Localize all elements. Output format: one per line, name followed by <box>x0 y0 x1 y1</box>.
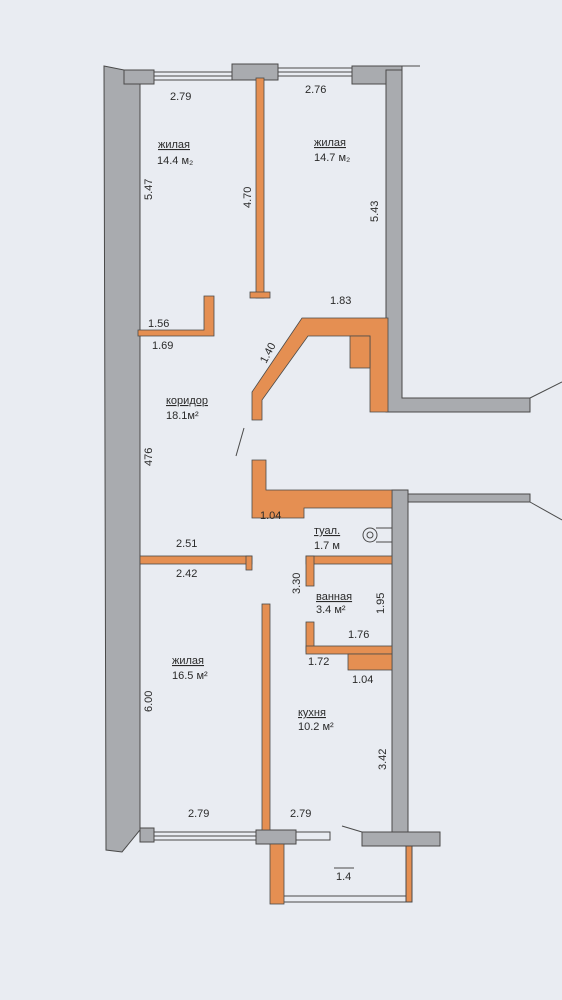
room-living2-area: 14.7 м₂ <box>314 152 350 164</box>
dim-kitchen-top: 1.72 <box>308 656 329 668</box>
window-bottom-right <box>295 831 331 841</box>
dim-mid-top: 2.51 <box>176 538 197 550</box>
dim-niche-bottom: 1.69 <box>152 340 173 352</box>
room-living2-name: жилая <box>314 137 346 149</box>
lines <box>235 65 562 903</box>
toilet-fixture <box>362 527 378 543</box>
partition-mid <box>139 555 253 565</box>
partition-diagonal <box>251 317 389 421</box>
bottom-wall-right <box>361 831 441 847</box>
top-wall-left <box>123 69 155 85</box>
dim-kitchen-niche: 1.04 <box>352 674 373 686</box>
dim-balcony: 1.4 <box>336 871 351 883</box>
dim-bottom-right: 2.79 <box>290 808 311 820</box>
right-wall-lower <box>391 489 531 503</box>
bottom-wall-left <box>139 827 155 843</box>
dim-top-right: 2.76 <box>305 84 326 96</box>
dim-bath-height: 3.30 <box>291 573 303 594</box>
dimension-labels: 2.79 2.76 5.47 4.70 5.43 1.83 1.56 1.69 … <box>143 84 389 883</box>
dim-right-h1: 5.43 <box>369 201 381 222</box>
dim-diag-width: 1.83 <box>330 295 351 307</box>
room-corridor-name: коридор <box>166 395 208 407</box>
partition-hall <box>251 459 393 519</box>
dim-top-left: 2.79 <box>170 91 191 103</box>
right-wall-upper <box>385 69 531 413</box>
room-toilet-area: 1.7 м <box>314 540 340 552</box>
dim-center-h1: 4.70 <box>242 187 254 208</box>
room-kitchen-area: 10.2 м² <box>298 721 334 733</box>
dim-corridor-height: 476 <box>143 448 155 466</box>
room-corridor-area: 18.1м² <box>166 410 199 422</box>
room-bath-name: ванная <box>316 591 352 603</box>
dim-left-h2: 6.00 <box>143 691 155 712</box>
right-wall-column <box>391 489 409 839</box>
outer-walls <box>103 63 531 853</box>
top-wall-mid <box>231 63 279 81</box>
partition-bath-top <box>305 555 393 565</box>
room-living3-area: 16.5 м² <box>172 670 208 682</box>
dim-kitchen-height: 3.42 <box>377 749 389 770</box>
room-labels: жилая 14.4 м₂ жилая 14.7 м₂ коридор 18.1… <box>157 137 352 733</box>
left-wall <box>103 65 141 853</box>
dim-bath-width: 1.76 <box>348 629 369 641</box>
dim-bath-right: 1.95 <box>375 593 387 614</box>
partition-bottom-center <box>261 603 271 831</box>
dim-left-h1: 5.47 <box>143 179 155 200</box>
room-living1-area: 14.4 м₂ <box>157 155 193 167</box>
partition-top-center <box>255 77 265 299</box>
dim-niche-top: 1.56 <box>148 318 169 330</box>
dim-mid-bottom: 2.42 <box>176 568 197 580</box>
bottom-wall-mid <box>255 829 297 845</box>
room-living3-name: жилая <box>172 655 204 667</box>
room-kitchen-name: кухня <box>298 707 326 719</box>
dim-bottom-left: 2.79 <box>188 808 209 820</box>
room-living1-name: жилая <box>158 139 190 151</box>
dim-hall-width: 1.04 <box>260 510 281 522</box>
windows <box>153 67 353 841</box>
room-toilet-name: туал. <box>314 525 340 537</box>
room-bath-area: 3.4 м² <box>316 604 346 616</box>
partitions <box>137 77 393 905</box>
balcony-post <box>269 843 285 905</box>
partition-niche <box>137 295 215 337</box>
